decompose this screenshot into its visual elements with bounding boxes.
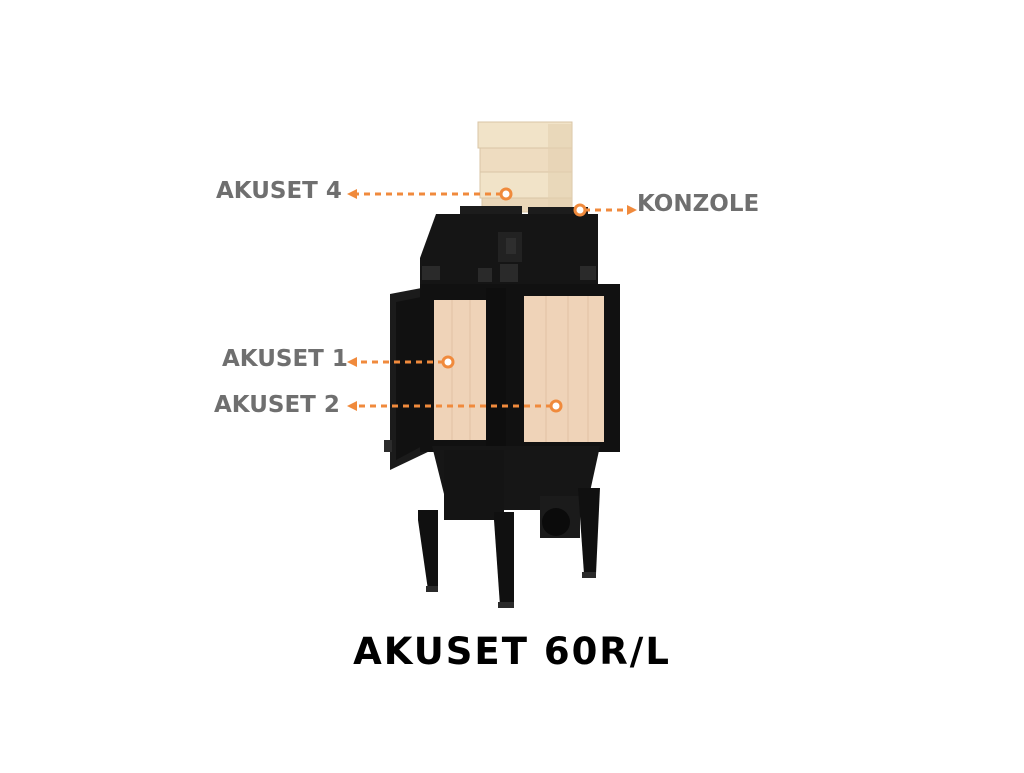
callout-akuset2 xyxy=(347,399,563,413)
callout-akuset4 xyxy=(347,187,513,201)
callout-dot xyxy=(549,399,563,413)
callout-akuset1 xyxy=(347,355,455,369)
akuset-4-stone-stack xyxy=(477,121,573,213)
callout-konzole xyxy=(573,203,637,217)
stove-base xyxy=(418,446,600,608)
callout-dot xyxy=(573,203,587,217)
label-konzole: KONZOLE xyxy=(637,191,760,217)
label-akuset-4: AKUSET 4 xyxy=(216,178,342,204)
konzole-console xyxy=(420,206,598,286)
callout-dot xyxy=(499,187,513,201)
stove-body xyxy=(420,284,620,452)
callout-dot xyxy=(441,355,455,369)
label-akuset-2: AKUSET 2 xyxy=(214,392,340,418)
label-akuset-1: AKUSET 1 xyxy=(222,346,348,372)
product-title: AKUSET 60R/L xyxy=(353,630,671,673)
